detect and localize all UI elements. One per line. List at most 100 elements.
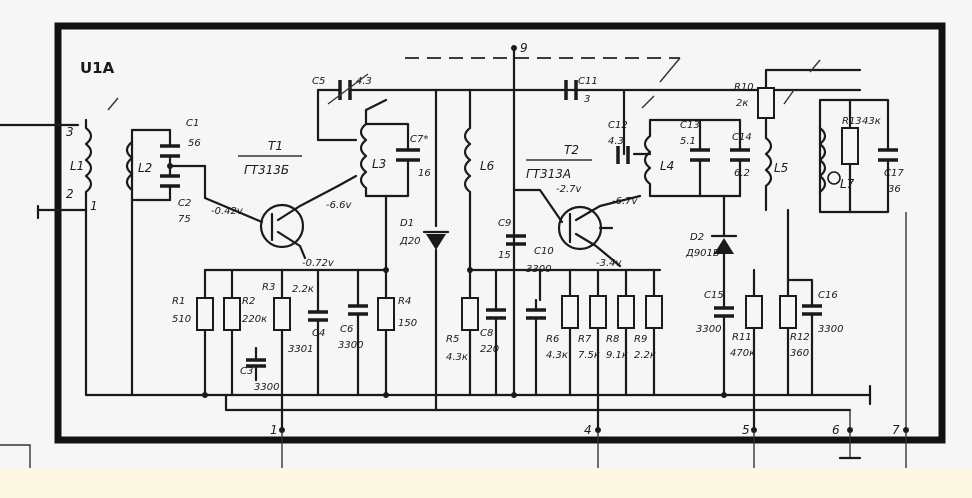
c13-value: 5.1 <box>680 136 696 147</box>
r7-value: 7.5к <box>578 350 600 361</box>
coil-label: L2 <box>138 161 152 175</box>
r12-ref: R12 <box>790 332 810 343</box>
r5-ref: R5 <box>446 334 459 345</box>
c13-ref: C13 <box>680 120 700 131</box>
r4-value: 150 <box>398 318 417 329</box>
coil-l4 <box>643 118 742 198</box>
c15-value: 3300 <box>696 324 721 335</box>
r1-value: 510 <box>172 314 191 325</box>
r6-ref: R6 <box>546 334 559 345</box>
resistor-r5 <box>461 297 479 331</box>
resistor-r2 <box>223 297 241 331</box>
c13-c14-wire <box>698 118 742 198</box>
resistor-r1 <box>196 297 214 331</box>
tuning-arrow <box>107 97 119 111</box>
c8-ref: C8 <box>480 328 493 339</box>
c4-value: 3301 <box>288 344 313 355</box>
voltage-readout: -6.7v <box>612 196 639 207</box>
d1-ref: D1 <box>400 218 414 229</box>
bias-bus <box>203 268 662 302</box>
resistor-r6 <box>561 295 579 329</box>
r13-value: 43к <box>862 116 881 127</box>
t2-leads <box>512 188 642 268</box>
resistor-r10 <box>757 87 775 119</box>
coil-label: L7 <box>840 177 855 191</box>
c14-ref: C14 <box>732 132 752 143</box>
t1-type: ГТ313Б <box>244 163 289 177</box>
c17-ref: C17 <box>884 168 904 179</box>
c7-value: 16 <box>418 168 431 179</box>
c7-ref: C7* <box>410 134 428 145</box>
resistor-r13 <box>841 127 859 165</box>
diode-d1 <box>426 234 446 250</box>
pin-5-terminal <box>751 427 757 433</box>
voltage-readout: -2.7v <box>556 184 583 195</box>
second-bus <box>224 393 852 412</box>
c6-ref: C6 <box>340 324 353 335</box>
dashed-link-end <box>659 57 681 83</box>
c12-value: 4.3 <box>608 136 624 147</box>
l4-tuning-arrow <box>641 95 655 109</box>
block-title: U1A <box>80 59 115 77</box>
resistor-r3 <box>273 297 291 331</box>
r13-ref: R13 <box>842 116 862 127</box>
t2-ref: T2 <box>564 143 579 157</box>
coil-label: L6 <box>480 159 495 173</box>
r11-value: 470к <box>730 348 755 359</box>
voltage-readout: -0.72v <box>302 258 335 269</box>
l7-tank-wire <box>818 98 890 214</box>
r4-ref: R4 <box>398 296 411 307</box>
resistor-bottom-wires <box>203 326 790 432</box>
c11-ref: C11 <box>578 76 598 87</box>
r10-ref: R10 <box>734 82 754 93</box>
voltage-readout: -0.42v <box>211 206 244 217</box>
d1-value: Д20 <box>399 236 421 247</box>
junction <box>202 392 208 398</box>
pin-label: 3 <box>66 125 74 139</box>
r7-ref: R7 <box>578 334 592 345</box>
c2-value: 75 <box>178 214 191 225</box>
r3-ref: R3 <box>262 282 275 293</box>
coil-l1 <box>84 118 93 212</box>
r8-value: 9.1к <box>606 350 628 361</box>
transistor-t1 <box>259 203 305 249</box>
outer-left-wire <box>0 444 31 470</box>
c5-trim-arrow <box>327 73 369 105</box>
junction <box>383 392 389 398</box>
r2-value: 220к <box>242 314 267 325</box>
c14-value: 6.2 <box>734 168 750 179</box>
junction <box>511 392 517 398</box>
l5-tuning-arrow <box>783 59 821 105</box>
pin-4-terminal <box>595 427 601 433</box>
pin-label: 2 <box>66 187 74 201</box>
c3-value: 3300 <box>254 382 279 393</box>
r12-value: 360 <box>790 348 809 359</box>
pin-1-terminal <box>279 427 285 433</box>
c5-ref: C5 <box>312 76 325 87</box>
d2-value: Д901Б <box>685 248 720 259</box>
pin-label: 1 <box>90 199 98 213</box>
coil-label: L3 <box>372 157 386 171</box>
c6-value: 3300 <box>338 340 363 351</box>
r1-r3-top-wire <box>203 268 284 300</box>
r8-ref: R8 <box>606 334 619 345</box>
ground-bus-ends <box>130 198 872 406</box>
coil-l3 <box>359 108 368 190</box>
c16-ref: C16 <box>818 290 838 301</box>
r3-value: 2.2к <box>292 284 314 295</box>
l7-core <box>827 171 841 185</box>
c12-ref: C12 <box>608 120 628 131</box>
r6-value: 4.3к <box>546 350 568 361</box>
resistor-r8 <box>617 295 635 329</box>
bottom-strip <box>0 468 972 498</box>
r1-ref: R1 <box>172 296 185 307</box>
r5-value: 4.3к <box>446 352 468 363</box>
c1-ref: C1 <box>186 118 199 129</box>
t1-collector-wire <box>336 174 358 188</box>
c1-value: 56 <box>188 138 201 149</box>
c2-ref: C2 <box>178 198 191 209</box>
coil-l7 <box>818 126 827 194</box>
resistor-r12 <box>779 295 797 329</box>
